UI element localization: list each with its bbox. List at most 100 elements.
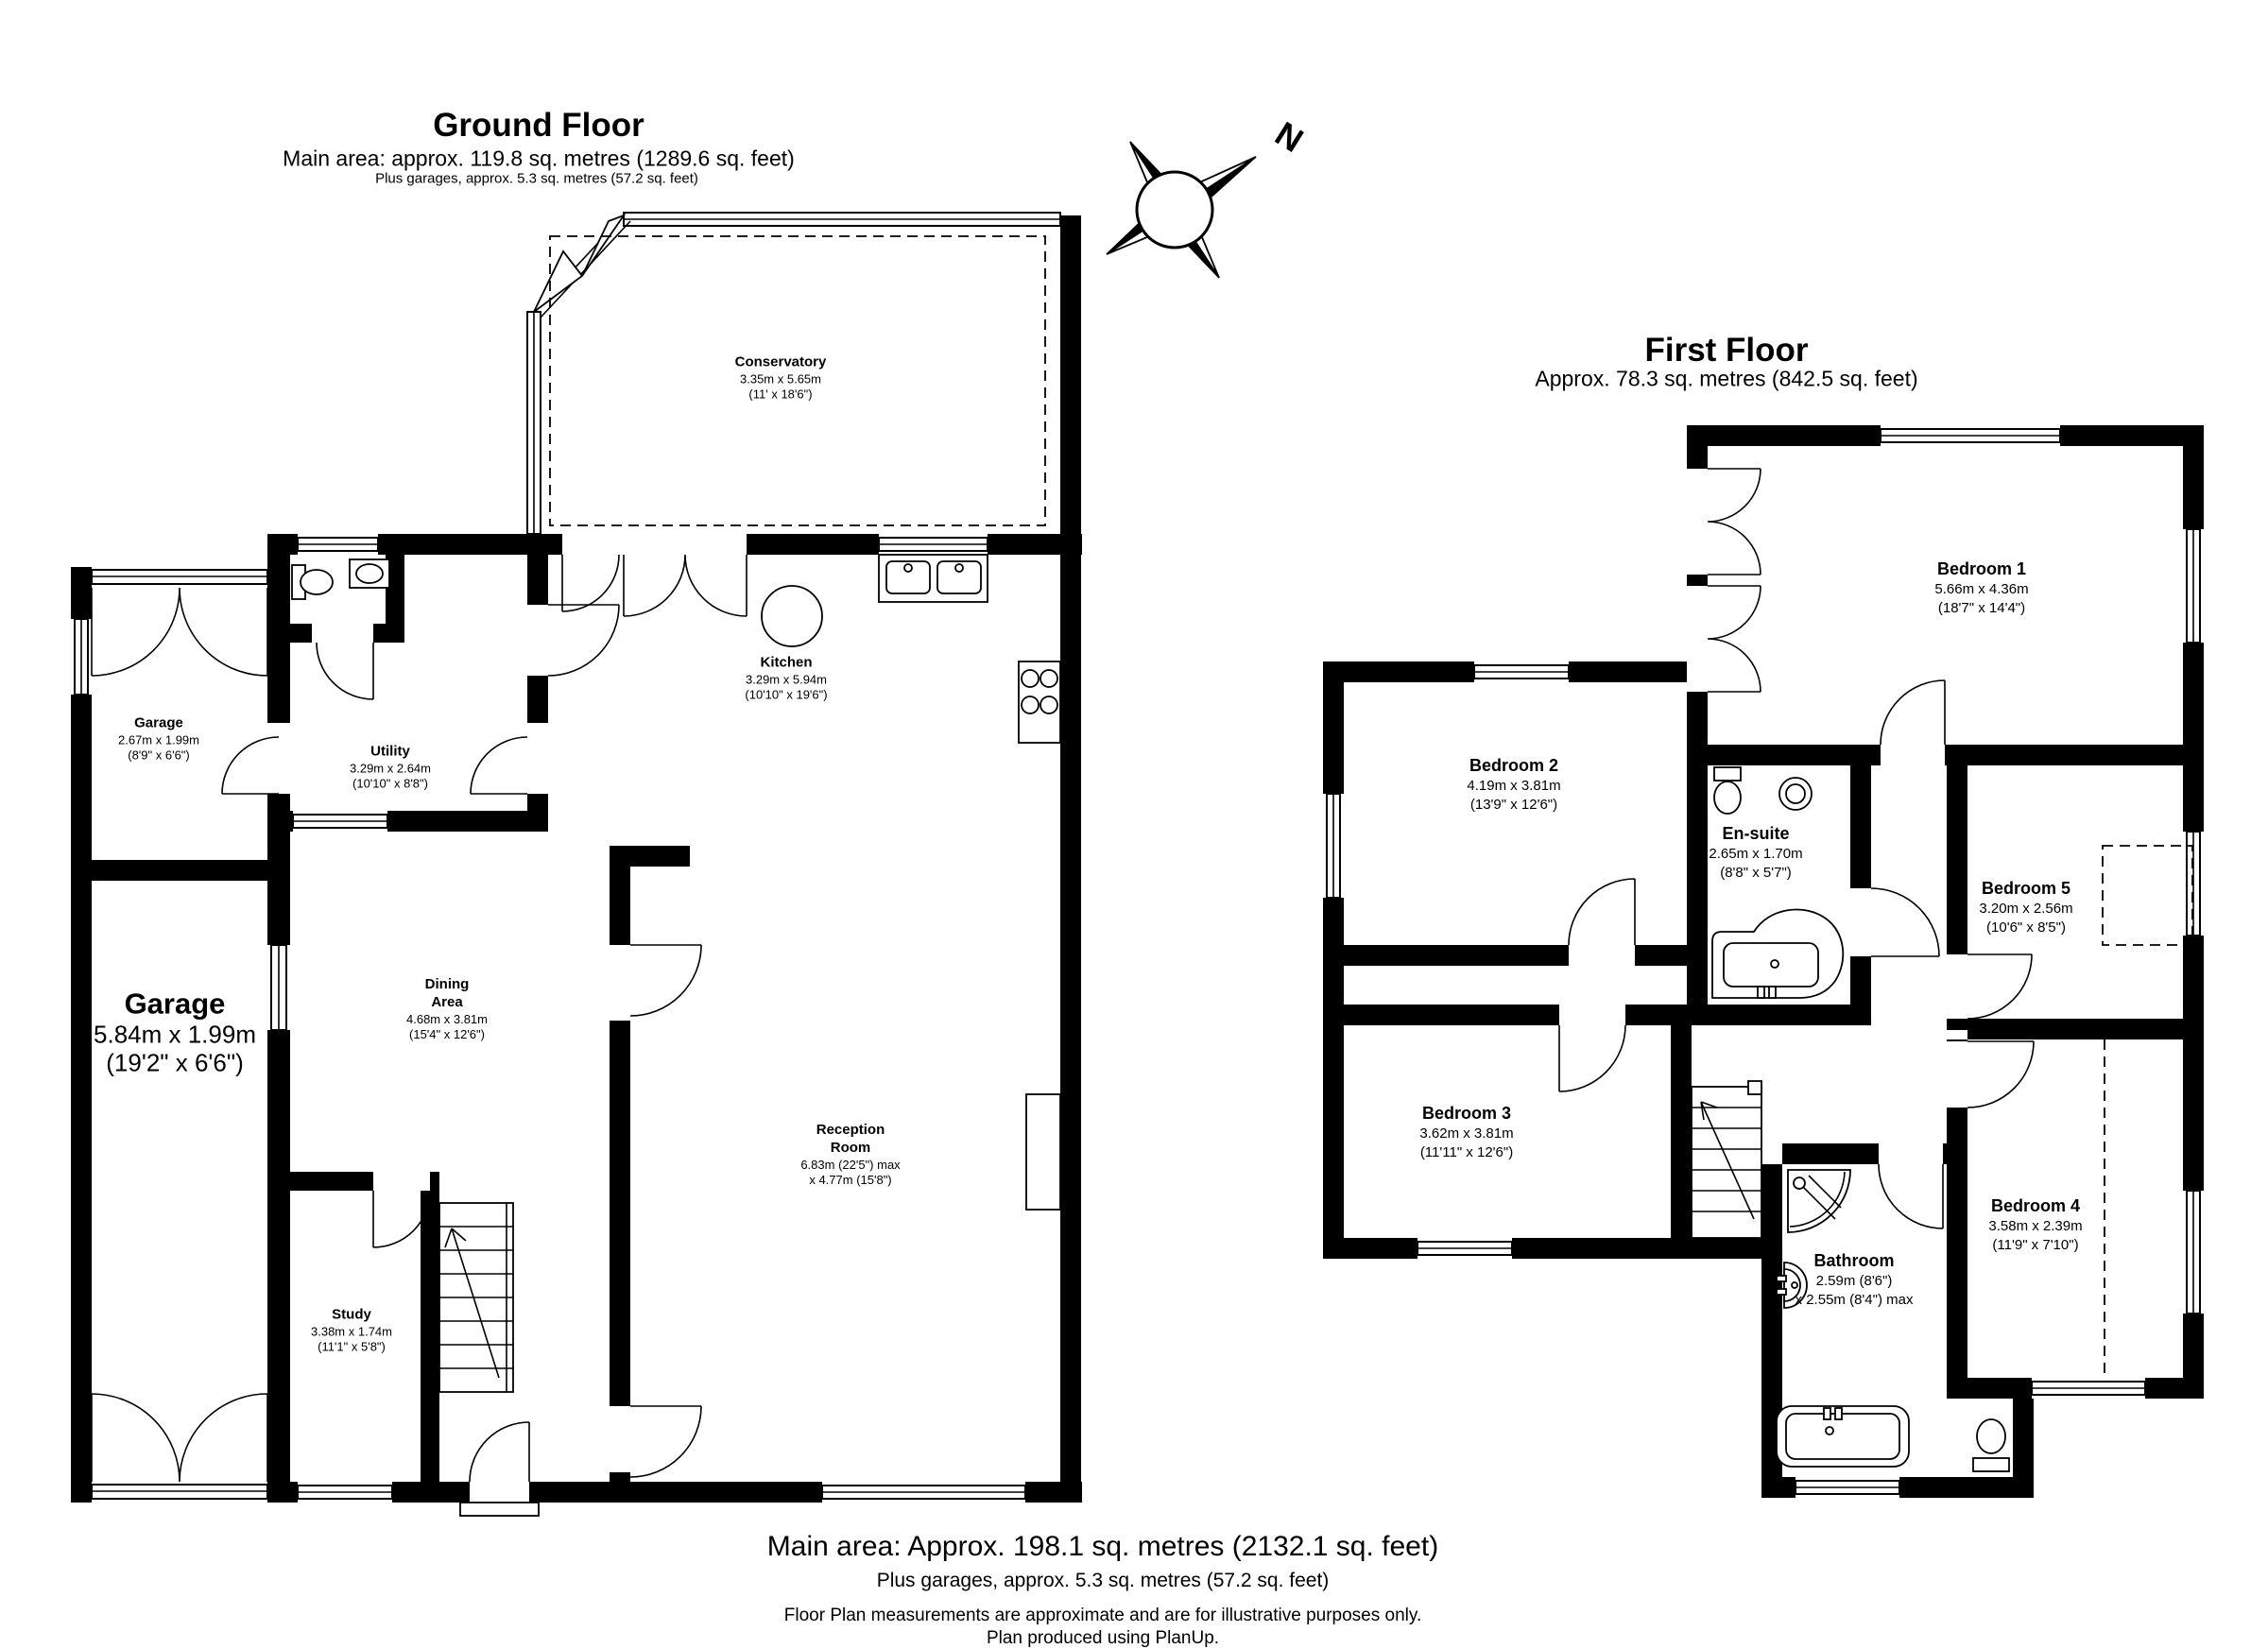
- room-dims-metric: 2.59m (8'6"): [1815, 1273, 1893, 1290]
- room-name: Conservatory: [734, 353, 827, 370]
- room-dims-metric: 3.38m x 1.74m: [311, 1324, 392, 1339]
- ground-floor-plan: [71, 212, 1082, 1517]
- room-label-garage-large: Garage 5.84m x 1.99m (19'2" x 6'6"): [94, 987, 256, 1076]
- ground-floor-subtitle: Main area: approx. 119.8 sq. metres (128…: [283, 146, 795, 171]
- room-label-bedroom-4: Bedroom 4 3.58m x 2.39m (11'9" x 7'10"): [1988, 1195, 2082, 1254]
- room-name: Bedroom 1: [1936, 558, 2027, 578]
- footer-plus-garages: Plus garages, approx. 5.3 sq. metres (57…: [876, 1570, 1330, 1591]
- room-dims-metric: 3.29m x 2.64m: [350, 761, 431, 776]
- room-label-bedroom-5: Bedroom 5 3.20m x 2.56m (10'6" x 8'5"): [1979, 878, 2072, 936]
- first-floor-plan: [1323, 425, 2204, 1498]
- kitchen-table-icon: [761, 585, 823, 647]
- room-name: Bathroom: [1813, 1250, 1895, 1270]
- gf-doors: [91, 554, 747, 1517]
- bathroom-toilet-icon: [1972, 1418, 2010, 1472]
- room-name: Utility: [370, 743, 410, 760]
- room-dims-imperial: (11'11" x 12'6"): [1419, 1143, 1514, 1160]
- ground-floor-note: Plus garages, approx. 5.3 sq. metres (57…: [375, 170, 698, 187]
- first-floor-subtitle: Approx. 78.3 sq. metres (842.5 sq. feet): [1535, 366, 1918, 391]
- room-dims-imperial: (13'9" x 12'6"): [1469, 796, 1558, 813]
- room-dims-imperial: (10'6" x 8'5"): [1986, 919, 2066, 936]
- gf-openings: [71, 534, 1025, 1503]
- bathroom-sink-icon: [1776, 1262, 1808, 1309]
- front-door-step: [459, 1502, 540, 1517]
- room-dims-metric: 3.58m x 2.39m: [1988, 1218, 2083, 1235]
- room-label-bedroom-3: Bedroom 3 3.62m x 3.81m (11'11" x 12'6"): [1419, 1103, 1513, 1161]
- conservatory-glazing: [526, 212, 1061, 535]
- kitchen-hob-icon: [1018, 661, 1061, 744]
- compass-rose: N: [1106, 113, 1310, 279]
- room-name: Study: [332, 1306, 371, 1323]
- kitchen-sink-icon: [878, 554, 988, 603]
- room-dims-imperial: (10'10" x 8'8"): [352, 776, 428, 791]
- room-dims-metric: 4.68m x 3.81m: [406, 1011, 488, 1026]
- gf-windows: [74, 537, 1026, 1500]
- room-dims-imperial: (11'1" x 5'8"): [318, 1339, 386, 1354]
- room-dims-metric: 3.62m x 3.81m: [1419, 1125, 1514, 1142]
- room-name: En-suite: [1722, 823, 1790, 843]
- compass-north-label: N: [1268, 113, 1310, 160]
- room-label-bathroom: Bathroom 2.59m (8'6") x 2.55m (8'4") max: [1796, 1250, 1914, 1309]
- room-label-ensuite: En-suite 2.65m x 1.70m (8'8" x 5'7"): [1709, 823, 1802, 882]
- ensuite-bath-icon: [1711, 908, 1845, 999]
- room-label-conservatory: Conservatory 3.35m x 5.65m (11' x 18'6"): [735, 353, 827, 402]
- room-dims-metric: 3.35m x 5.65m: [739, 371, 821, 386]
- room-dims-imperial: (11' x 18'6"): [748, 386, 813, 402]
- room-dims-imperial: x 4.77m (15'8"): [809, 1172, 892, 1187]
- room-dims-metric: 4.19m x 3.81m: [1467, 778, 1561, 795]
- room-dims-imperial: x 2.55m (8'4") max: [1795, 1291, 1914, 1308]
- ensuite-toilet-icon: [1713, 766, 1742, 815]
- wardrobe-dashed: [2102, 845, 2193, 946]
- room-dims-metric: 3.29m x 5.94m: [746, 672, 827, 687]
- room-name: Bedroom 3: [1421, 1103, 1512, 1123]
- first-floor-title: First Floor: [1644, 332, 1809, 369]
- gf-walls: [71, 215, 1082, 1503]
- room-name-2: Area: [431, 993, 463, 1010]
- room-label-bedroom-2: Bedroom 2 4.19m x 3.81m (13'9" x 12'6"): [1467, 755, 1560, 814]
- bathroom-bath-icon: [1776, 1405, 1910, 1468]
- room-name: Dining: [424, 976, 470, 992]
- room-dims-metric: 5.66m x 4.36m: [1934, 581, 2029, 598]
- room-dims-metric: 6.83m (22'5") max: [800, 1157, 901, 1172]
- room-name: Reception: [816, 1122, 885, 1138]
- shower-icon: [1787, 1169, 1851, 1233]
- footer-main-area: Main area: Approx. 198.1 sq. metres (213…: [766, 1531, 1439, 1562]
- ensuite-sink-icon: [1778, 777, 1813, 811]
- room-name: Garage: [124, 987, 226, 1021]
- room-label-bedroom-1: Bedroom 1 5.66m x 4.36m (18'7" x 14'4"): [1934, 558, 2028, 617]
- room-name: Bedroom 2: [1469, 755, 1559, 775]
- room-dims-metric: 3.20m x 2.56m: [1979, 901, 2073, 918]
- room-dims-imperial: (15'4" x 12'6"): [409, 1026, 485, 1041]
- room-label-garage-small: Garage 2.67m x 1.99m (8'9" x 6'6"): [118, 714, 199, 763]
- room-dims-imperial: (11'9" x 7'10"): [1992, 1236, 2079, 1253]
- room-name: Bedroom 4: [1990, 1195, 2081, 1215]
- room-dims-imperial: (8'9" x 6'6"): [128, 747, 190, 763]
- ff-stairs: [1691, 1080, 1762, 1239]
- room-dims-metric: 2.65m x 1.70m: [1709, 846, 1803, 863]
- room-label-reception-room: Reception Room 6.83m (22'5") max x 4.77m…: [800, 1122, 900, 1188]
- ff-doors: [1558, 468, 2035, 1229]
- room-name-2: Room: [830, 1139, 871, 1156]
- room-label-utility: Utility 3.29m x 2.64m (10'10" x 8'8"): [350, 743, 431, 791]
- wc-sink-icon: [349, 558, 390, 589]
- room-label-kitchen: Kitchen 3.29m x 5.94m (10'10" x 19'6"): [745, 654, 827, 702]
- room-dims-metric: 2.67m x 1.99m: [118, 732, 199, 747]
- room-label-dining-area: Dining Area 4.68m x 3.81m (15'4" x 12'6"…: [406, 976, 488, 1042]
- gf-stairs: [438, 1202, 514, 1393]
- room-dims-metric: 5.84m x 1.99m: [94, 1019, 256, 1048]
- room-label-study: Study 3.38m x 1.74m (11'1" x 5'8"): [311, 1306, 392, 1354]
- room-dims-imperial: (8'8" x 5'7"): [1720, 864, 1792, 881]
- room-dims-imperial: (19'2" x 6'6"): [106, 1047, 244, 1076]
- room-name: Bedroom 5: [1981, 878, 2071, 898]
- room-dims-imperial: (10'10" x 19'6"): [745, 687, 828, 702]
- room-name: Kitchen: [760, 654, 813, 671]
- ff-windows: [1326, 428, 2201, 1495]
- fireplace: [1025, 1093, 1061, 1211]
- room-name: Garage: [134, 714, 183, 731]
- footer-disclaimer: Floor Plan measurements are approximate …: [783, 1606, 1422, 1625]
- footer-credit: Plan produced using PlanUp.: [986, 1628, 1220, 1648]
- ground-floor-title: Ground Floor: [433, 107, 644, 144]
- wc-toilet-icon: [291, 564, 334, 600]
